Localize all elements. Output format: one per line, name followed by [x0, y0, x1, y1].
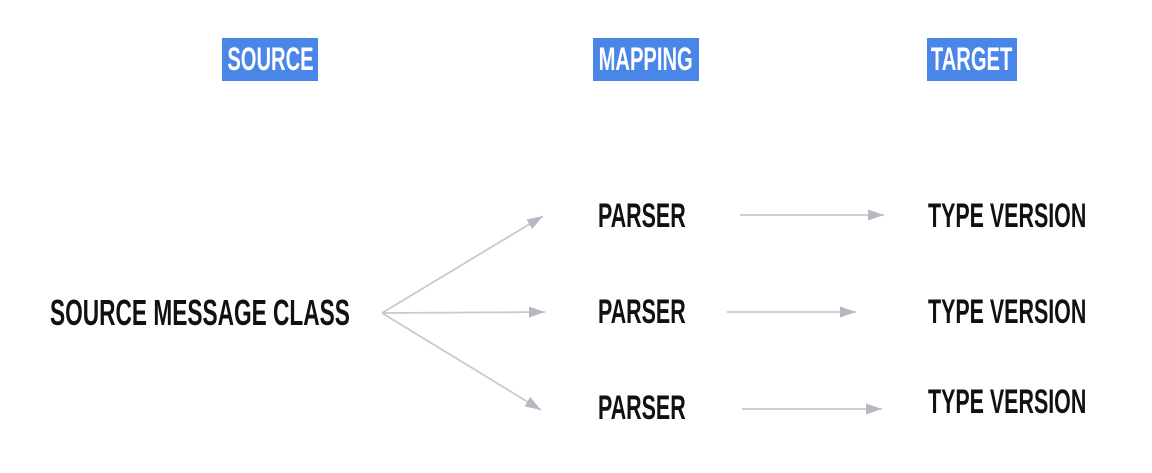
parser-node-1: PARSER [598, 199, 737, 233]
column-header-source: SOURCE [222, 38, 318, 81]
type-version-node-1: TYPE VERSION [928, 199, 1152, 233]
type-version-node-1-label: TYPE VERSION [928, 197, 1087, 235]
type-version-node-2: TYPE VERSION [928, 295, 1152, 329]
type-version-node-3: TYPE VERSION [928, 385, 1152, 419]
column-header-source-label: SOURCE [226, 41, 314, 77]
parser-node-3-label: PARSER [598, 389, 686, 427]
column-header-target-label: TARGET [931, 41, 1013, 77]
parser-node-1-label: PARSER [598, 197, 686, 235]
parser-node-2-label: PARSER [598, 293, 686, 331]
source-message-class-label: SOURCE MESSAGE CLASS [50, 292, 350, 333]
column-header-mapping-label: MAPPING [598, 41, 694, 77]
parser-node-2: PARSER [598, 295, 737, 329]
source-message-class-node: SOURCE MESSAGE CLASS [50, 295, 526, 331]
type-version-node-3-label: TYPE VERSION [928, 383, 1087, 421]
column-header-mapping: MAPPING [593, 38, 699, 81]
type-version-node-2-label: TYPE VERSION [928, 293, 1087, 331]
parser-node-3: PARSER [598, 391, 737, 425]
column-header-target: TARGET [927, 38, 1017, 81]
